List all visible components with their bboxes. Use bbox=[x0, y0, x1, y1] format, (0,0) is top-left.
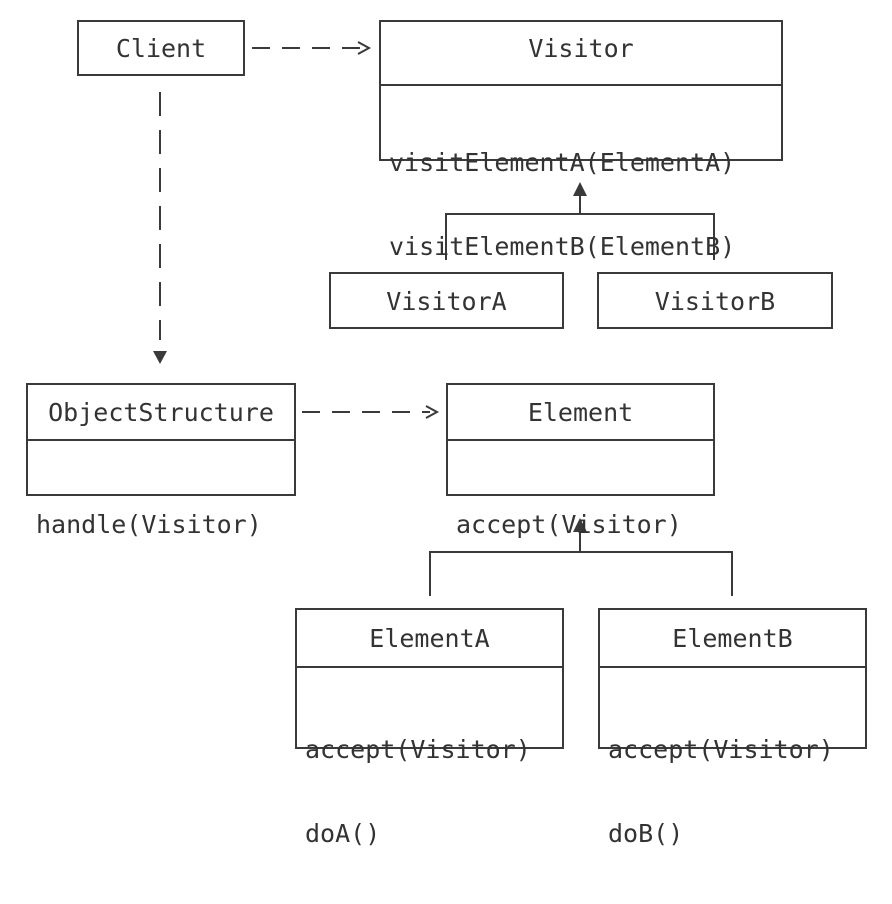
class-methods: accept(Visitor) doA() bbox=[305, 680, 531, 904]
class-name: Visitor bbox=[528, 34, 634, 63]
class-name: Element bbox=[527, 398, 634, 427]
filled-arrowhead-objectstructure bbox=[153, 351, 167, 364]
inheritance-arrowhead-visitor bbox=[573, 182, 587, 196]
class-name: ElementB bbox=[672, 624, 793, 653]
class-methods: accept(Visitor) doB() bbox=[608, 680, 834, 904]
inheritance-arrowhead-element bbox=[573, 518, 587, 532]
class-divider bbox=[381, 84, 781, 86]
method: visitElementA(ElementA) bbox=[389, 148, 736, 177]
class-divider bbox=[448, 439, 713, 441]
diagram-connectors bbox=[153, 41, 733, 596]
class-visitor: Visitor visitElementA(ElementA) visitEle… bbox=[379, 20, 783, 261]
method: visitElementB(ElementB) bbox=[389, 232, 736, 261]
inheritance-element bbox=[429, 518, 733, 596]
class-visitor-b: VisitorB bbox=[597, 272, 833, 329]
class-object-structure: ObjectStructure handle(Visitor) bbox=[26, 383, 296, 539]
inheritance-visitor bbox=[445, 182, 715, 260]
class-client: Client bbox=[77, 20, 245, 76]
class-name: ObjectStructure bbox=[48, 398, 274, 427]
open-arrowhead-element bbox=[425, 405, 440, 419]
class-name: VisitorB bbox=[654, 287, 776, 316]
class-methods: accept(Visitor) bbox=[456, 455, 682, 595]
class-element: Element accept(Visitor) bbox=[446, 383, 715, 539]
class-name: VisitorA bbox=[386, 287, 507, 316]
class-methods: visitElementA(ElementA) visitElementB(El… bbox=[389, 93, 735, 317]
method: accept(Visitor) bbox=[608, 735, 834, 764]
method: doA() bbox=[305, 819, 381, 848]
method: accept(Visitor) bbox=[305, 735, 531, 764]
method: handle(Visitor) bbox=[36, 510, 262, 539]
class-divider bbox=[297, 666, 562, 668]
class-element-b: ElementB accept(Visitor) doB() bbox=[598, 608, 867, 848]
class-name: Client bbox=[115, 34, 207, 63]
class-divider bbox=[28, 439, 294, 441]
class-name: ElementA bbox=[369, 624, 490, 653]
class-divider bbox=[600, 666, 865, 668]
class-element-a: ElementA accept(Visitor) doA() bbox=[295, 608, 564, 848]
method: doB() bbox=[608, 819, 684, 848]
method: accept(Visitor) bbox=[456, 510, 682, 539]
class-visitor-a: VisitorA bbox=[329, 272, 564, 329]
class-methods: handle(Visitor) bbox=[36, 455, 262, 595]
open-arrowhead-visitor bbox=[357, 41, 372, 55]
